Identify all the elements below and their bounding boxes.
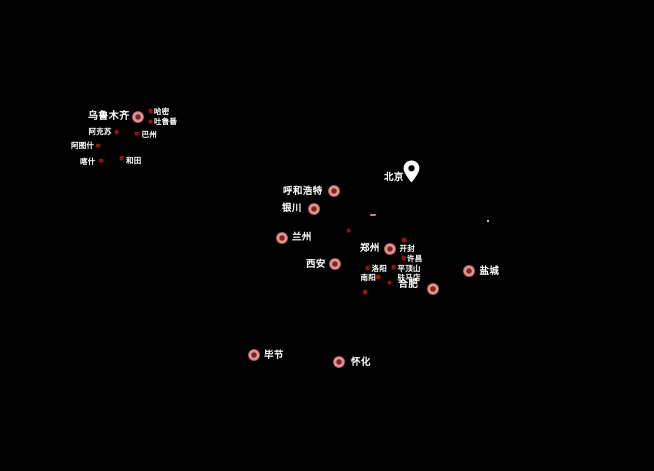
city-marker[interactable] bbox=[375, 274, 381, 280]
city-marker[interactable] bbox=[384, 242, 396, 255]
city-label: 郑州 bbox=[360, 243, 380, 254]
city-label: 怀化 bbox=[351, 357, 371, 368]
city-marker[interactable] bbox=[391, 264, 396, 270]
city-label: 合肥 bbox=[398, 279, 419, 290]
city-marker[interactable] bbox=[401, 237, 407, 243]
city-marker[interactable] bbox=[132, 111, 144, 123]
city-marker[interactable] bbox=[119, 155, 125, 161]
city-label: 呼和浩特 bbox=[283, 185, 323, 197]
map-dash-mark bbox=[370, 213, 376, 216]
city-label: 西安 bbox=[306, 258, 326, 270]
city-label: 驻马店 bbox=[397, 272, 421, 282]
city-marker[interactable] bbox=[134, 131, 140, 136]
city-label: 阿克苏 bbox=[88, 127, 112, 136]
city-marker[interactable] bbox=[328, 258, 341, 270]
city-marker[interactable] bbox=[346, 228, 351, 233]
city-label: 南阳 bbox=[360, 272, 376, 282]
city-label: 哈密 bbox=[154, 106, 170, 116]
city-label: 盐城 bbox=[479, 265, 500, 277]
city-label: 和田 bbox=[126, 155, 142, 165]
city-marker[interactable] bbox=[387, 280, 392, 285]
city-marker[interactable] bbox=[462, 265, 475, 277]
city-label: 洛阳 bbox=[371, 263, 387, 273]
city-label: 平顶山 bbox=[397, 263, 421, 273]
city-marker[interactable] bbox=[98, 158, 104, 163]
city-marker[interactable] bbox=[148, 119, 153, 124]
city-marker[interactable] bbox=[95, 143, 101, 149]
city-label: 巴州 bbox=[141, 129, 157, 139]
city-marker[interactable] bbox=[401, 255, 406, 261]
map-speck bbox=[487, 220, 489, 222]
city-label: 许昌 bbox=[407, 253, 423, 263]
city-label: 银川 bbox=[282, 203, 302, 214]
city-label: 兰州 bbox=[292, 231, 312, 243]
city-marker[interactable] bbox=[247, 348, 260, 361]
city-label: 喀什 bbox=[80, 156, 96, 166]
city-marker[interactable] bbox=[148, 108, 153, 114]
city-label: 毕节 bbox=[264, 349, 284, 361]
location-pin-icon[interactable] bbox=[403, 160, 420, 183]
city-marker[interactable] bbox=[362, 289, 368, 295]
pin-city-label: 北京 bbox=[384, 171, 404, 183]
city-label: 开封 bbox=[399, 243, 415, 253]
city-marker[interactable] bbox=[328, 185, 340, 197]
city-marker[interactable] bbox=[365, 265, 370, 271]
city-label: 阿图什 bbox=[71, 141, 95, 150]
city-marker[interactable] bbox=[427, 283, 439, 295]
city-marker[interactable] bbox=[276, 232, 288, 244]
city-label: 乌鲁木齐 bbox=[88, 110, 130, 122]
city-marker[interactable] bbox=[114, 129, 119, 135]
city-marker[interactable] bbox=[307, 202, 320, 215]
city-marker[interactable] bbox=[333, 356, 345, 368]
city-label: 吐鲁番 bbox=[154, 117, 178, 126]
